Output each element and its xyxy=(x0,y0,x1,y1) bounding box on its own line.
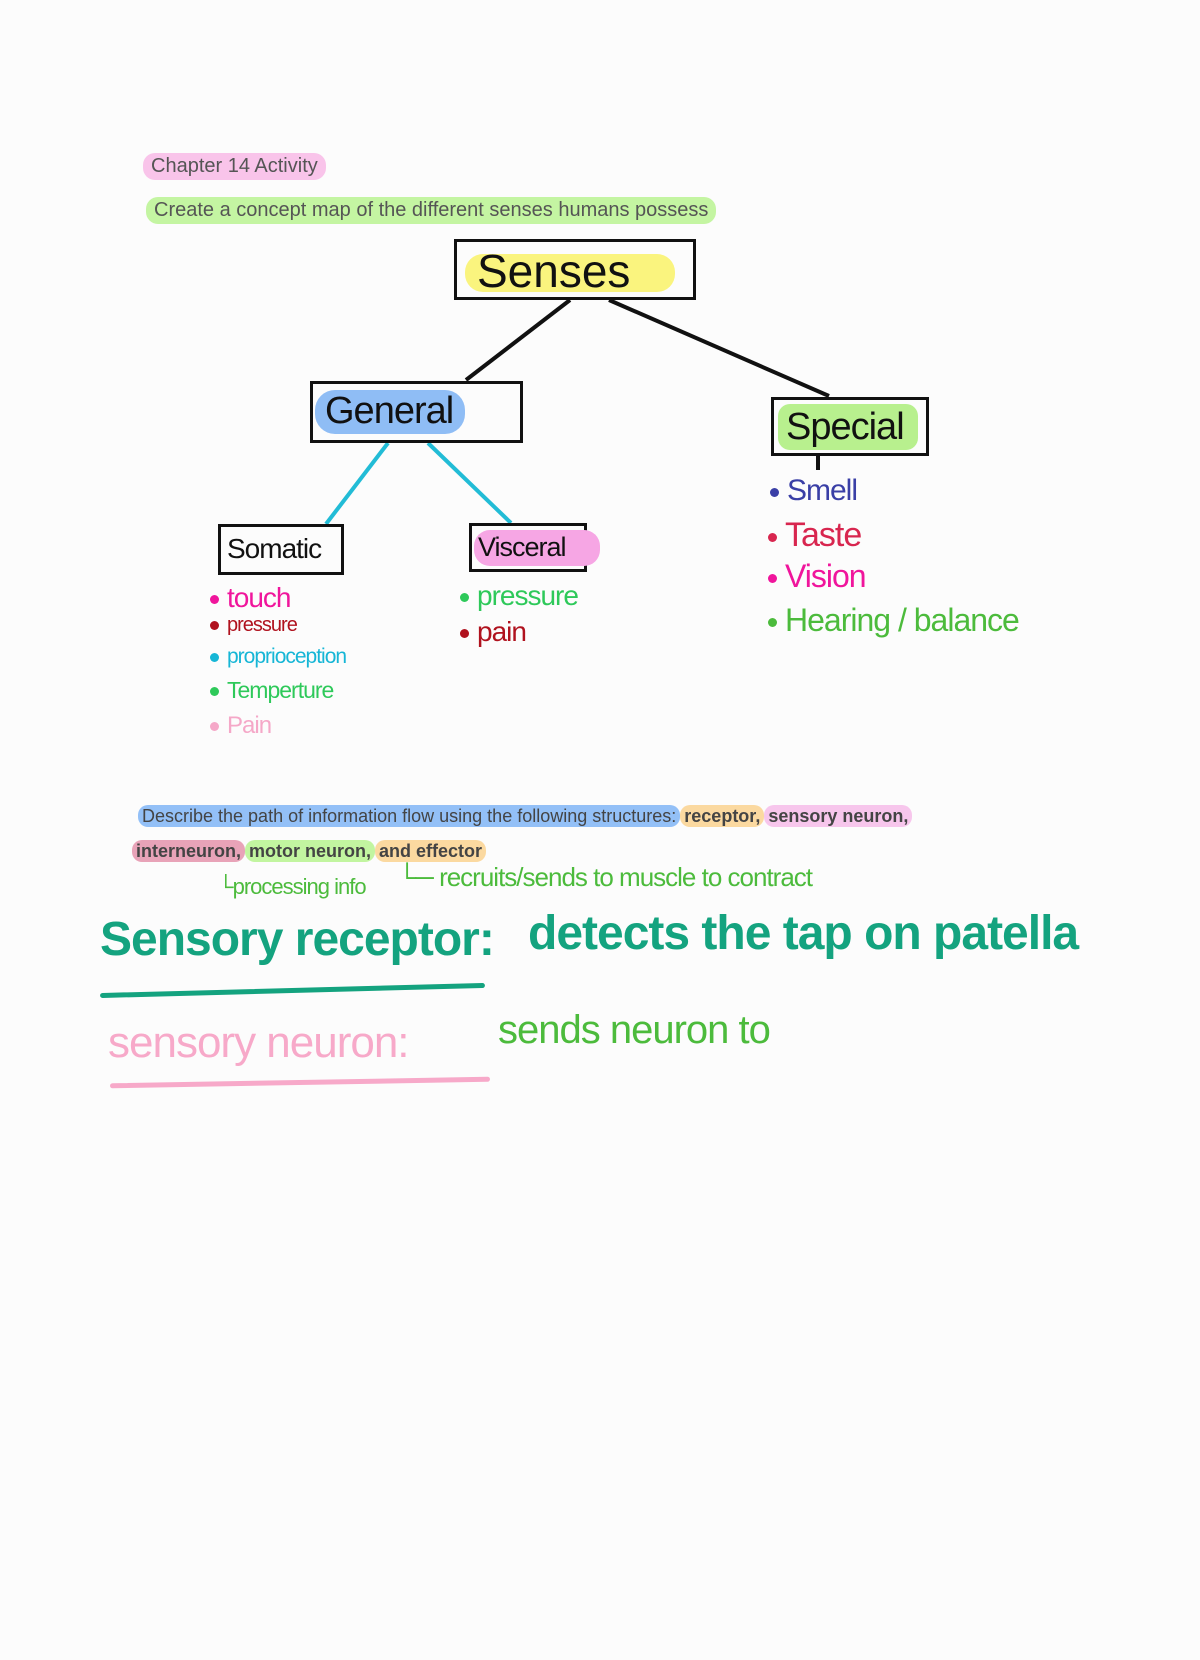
line-general-visceral xyxy=(426,441,513,525)
answer-receptor-label: Sensory receptor: xyxy=(100,913,495,966)
term-interneuron: interneuron, xyxy=(132,840,246,862)
list-item: Pain xyxy=(210,712,272,740)
note-recruits: └─ recruits/sends to muscle to contract xyxy=(398,862,813,892)
list-item: proprioception xyxy=(210,645,347,669)
node-general: General xyxy=(310,381,523,443)
term-receptor: receptor, xyxy=(680,805,765,827)
line-senses-general xyxy=(464,298,572,382)
node-senses: Senses xyxy=(454,239,696,300)
answer-receptor-text: detects the tap on patella xyxy=(528,907,1079,960)
term-sensory-neuron: sensory neuron, xyxy=(764,805,913,827)
list-item: touch xyxy=(210,582,291,614)
question-line-1: Describe the path of information flow us… xyxy=(138,805,913,827)
list-item: pain xyxy=(460,616,527,648)
node-general-label: General xyxy=(325,390,454,432)
question-line-2: interneuron,motor neuron,and effector xyxy=(132,840,487,862)
list-item: Smell xyxy=(770,474,858,508)
list-item: Hearing / balance xyxy=(768,602,1020,639)
line-senses-special xyxy=(608,298,830,398)
underline-sensory xyxy=(109,1076,491,1089)
list-item: Temperture xyxy=(210,677,334,704)
list-item: Vision xyxy=(768,558,867,595)
term-motor-neuron: motor neuron, xyxy=(245,840,376,862)
node-somatic-label: Somatic xyxy=(227,533,322,564)
connector-lines xyxy=(324,298,830,526)
answer-sensory-text: sends neuron to xyxy=(498,1008,771,1052)
node-senses-label: Senses xyxy=(477,245,631,297)
answer-sensory-label: sensory neuron: xyxy=(108,1018,410,1067)
list-item: pressure xyxy=(210,614,298,637)
note-processing: └processing info xyxy=(218,874,367,899)
chapter-title: Chapter 14 Activity xyxy=(143,153,326,180)
node-somatic: Somatic xyxy=(218,524,344,575)
node-special-label: Special xyxy=(786,406,905,448)
question-intro: Describe the path of information flow us… xyxy=(138,805,681,827)
node-visceral: Visceral xyxy=(469,523,600,572)
node-visceral-label: Visceral xyxy=(478,532,567,562)
node-special: Special xyxy=(771,397,929,456)
list-item: Taste xyxy=(768,516,862,555)
term-effector: and effector xyxy=(375,840,487,862)
list-item: pressure xyxy=(460,580,579,612)
prompt-text: Create a concept map of the different se… xyxy=(146,197,717,224)
underline-receptor xyxy=(100,982,485,999)
line-general-somatic xyxy=(324,441,390,526)
